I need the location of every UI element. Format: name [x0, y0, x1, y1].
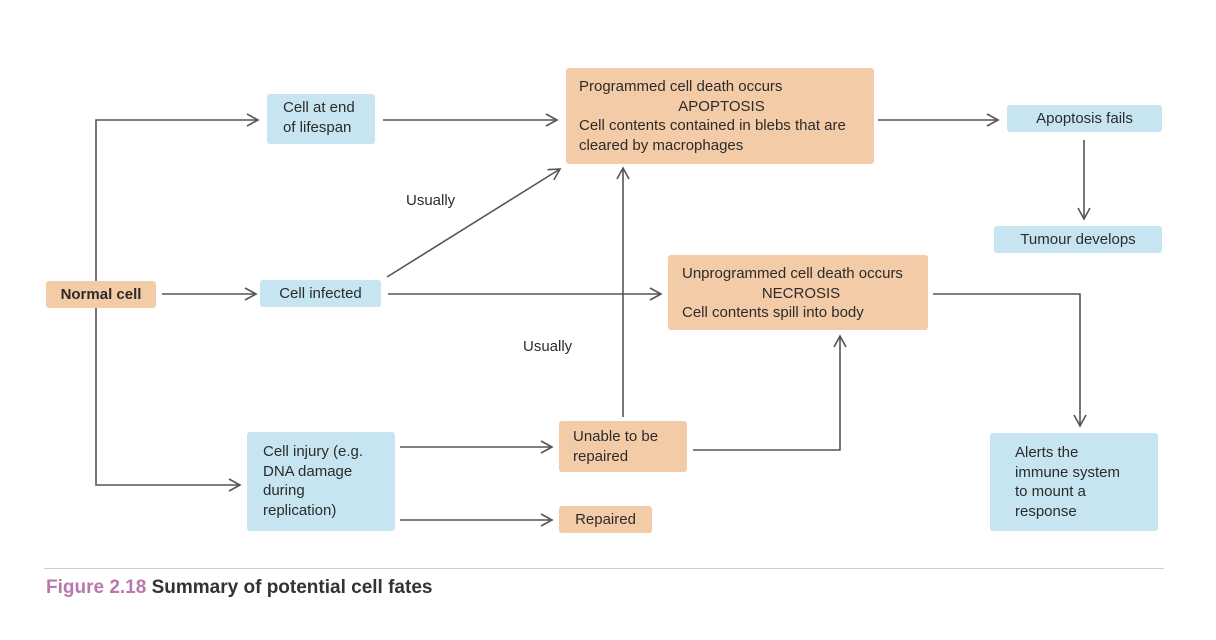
- caption-divider: [44, 568, 1164, 569]
- node-apoptosis-fails: Apoptosis fails: [1007, 105, 1162, 132]
- node-cell-infected: Cell infected: [260, 280, 381, 307]
- arrow-necrosis-to-alerts: [933, 293, 1087, 428]
- node-cell-injury: Cell injury (e.g. DNA damage during repl…: [247, 432, 395, 531]
- node-unable-to-be-repaired: Unable to be repaired: [559, 421, 687, 472]
- node-cell-end-of-lifespan: Cell at end of lifespan: [267, 94, 375, 144]
- arrow-unable-to-necrosis: [693, 334, 847, 451]
- label-usually-lower: Usually: [523, 338, 573, 355]
- arrow-normal-to-injury: [95, 308, 242, 492]
- node-normal-cell: Normal cell: [46, 281, 156, 308]
- node-apoptosis: Programmed cell death occurs APOPTOSIS C…: [566, 68, 874, 164]
- figure-title: Summary of potential cell fates: [151, 577, 433, 598]
- node-tumour-develops: Tumour develops: [994, 226, 1162, 253]
- label-usually-upper: Usually: [406, 192, 456, 209]
- node-alerts-immune-system: Alerts the immune system to mount a resp…: [990, 433, 1158, 531]
- node-repaired: Repaired: [559, 506, 652, 533]
- node-necrosis: Unprogrammed cell death occurs NECROSIS …: [668, 255, 928, 330]
- figure-number: Figure 2.18: [46, 577, 147, 598]
- arrow-normal-to-end-of-lifespan: [95, 113, 260, 282]
- arrow-infected-to-apoptosis: [386, 168, 562, 278]
- figure-caption: Figure 2.18 Summary of potential cell fa…: [46, 577, 432, 599]
